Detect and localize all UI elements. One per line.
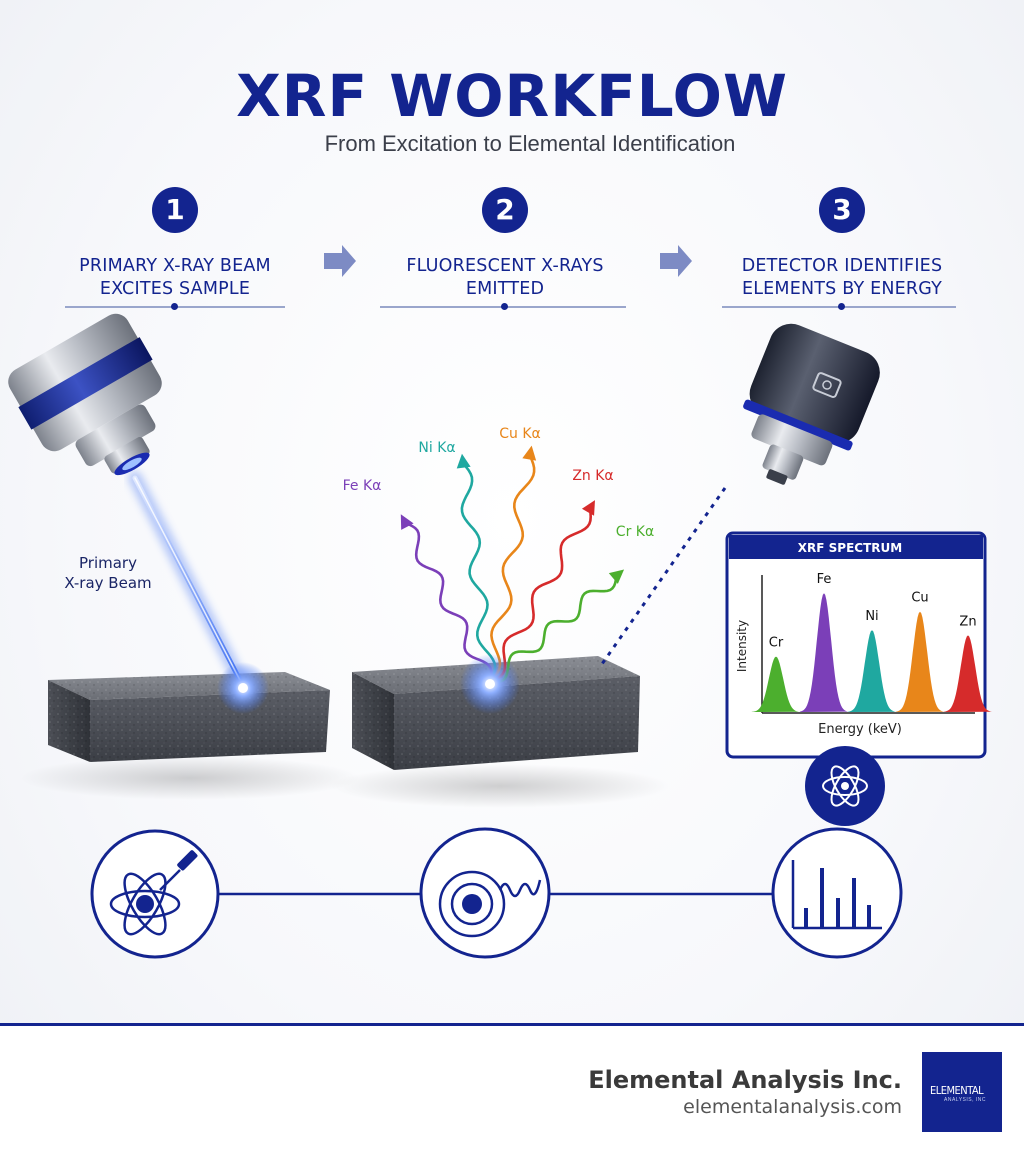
company-url[interactable]: elementalanalysis.com [588, 1096, 902, 1118]
logo-subtext: ANALYSIS, INC [944, 1097, 986, 1103]
emission-wave [490, 509, 591, 682]
company-logo: ELEMENTAL ANALYSIS, INC [922, 1052, 1002, 1132]
xray-source-icon [1, 308, 195, 504]
electron-orbit-emission-icon [421, 829, 549, 957]
spectrum-bars-icon [773, 829, 901, 957]
emission-wave [490, 456, 534, 683]
emission-arrowhead [522, 446, 536, 461]
block-shadow [20, 756, 360, 800]
emission-label: Zn Kα [572, 468, 613, 484]
emission-arrowhead [457, 454, 471, 469]
emission-label: Cu Kα [499, 426, 541, 442]
emission-point [485, 679, 495, 689]
spectrum-peak-label: Cu [911, 591, 928, 606]
emission-label: Fe Kα [343, 478, 382, 494]
spectrum-peak-label: Ni [865, 609, 878, 624]
atom-badge-icon [805, 746, 885, 826]
fluorescent-xrays: Fe Kα Ni Kα Cu Kα Zn Kα Cr Kα [343, 426, 655, 682]
emission-arrowhead [401, 514, 414, 530]
company-info: Elemental Analysis Inc. elementalanalysi… [588, 1066, 902, 1118]
sample-block-1 [48, 672, 330, 762]
emission-arrowhead [582, 500, 595, 516]
spectrum-peak-label: Cr [769, 636, 784, 651]
spectrum-panel: XRF SPECTRUM Intensity Energy (keV) Cr Fe… [727, 533, 992, 757]
arrow-icon [324, 245, 356, 277]
atom-excitation-icon [92, 831, 218, 957]
arrow-icon [660, 245, 692, 277]
spectrum-ylabel: Intensity [735, 620, 749, 672]
emission-wave [462, 464, 495, 682]
spectrum-peak-label: Zn [959, 614, 976, 629]
spectrum-title: XRF SPECTRUM [798, 541, 902, 555]
spectrum-xlabel: Energy (keV) [818, 722, 902, 737]
logo-text: ELEMENTAL [930, 1084, 983, 1097]
detector-icon [721, 317, 886, 503]
block-shadow [330, 764, 670, 808]
emission-arrowhead [609, 570, 624, 584]
emission-label: Ni Kα [418, 440, 455, 456]
company-name: Elemental Analysis Inc. [588, 1066, 902, 1094]
spectrum-peak-label: Fe [817, 572, 832, 587]
emission-label: Cr Kα [616, 524, 654, 540]
